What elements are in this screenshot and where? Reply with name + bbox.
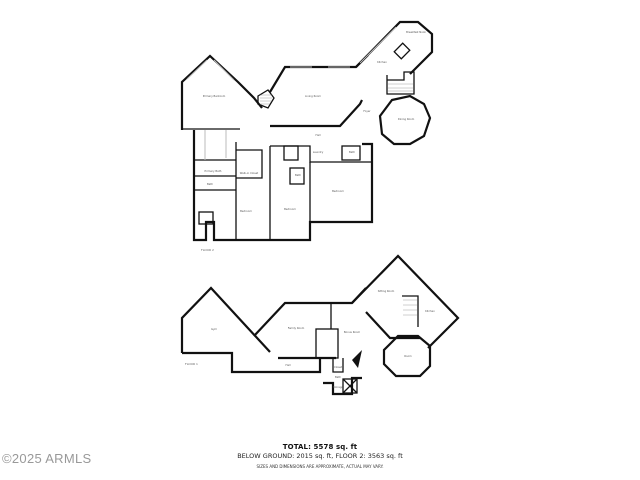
room-label: Foyer	[363, 109, 371, 113]
room-label: Family Room	[288, 326, 305, 330]
area-breakdown: BELOW GROUND: 2015 sq. ft, FLOOR 2: 3563…	[237, 452, 403, 460]
room-label: Laundry	[313, 150, 324, 154]
room-label: Bonus Room	[344, 330, 361, 334]
room-label: Bedroom	[240, 209, 252, 213]
room-label: Hall	[316, 133, 321, 137]
room-label: Bath	[295, 173, 301, 177]
room-label: Kitchen	[377, 60, 387, 64]
disclaimer: SIZES AND DIMENSIONS ARE APPROXIMATE, AC…	[256, 464, 384, 469]
room-label: Walk-in Closet	[240, 171, 258, 175]
room-label: Bath	[207, 182, 213, 186]
room-label: Bath	[335, 375, 341, 379]
watermark: ©2025 ARMLS	[2, 451, 92, 466]
room-label: Bedroom	[284, 207, 296, 211]
room-label: Sitting Room	[378, 289, 395, 293]
floor-1-plan: Gym Family Room Bonus Room Hall Closet B…	[180, 254, 460, 396]
room-label: Room	[404, 354, 412, 358]
room-label: Breakfast Nook	[406, 30, 426, 34]
area-summary: TOTAL: 5578 sq. ft BELOW GROUND: 2015 sq…	[0, 443, 640, 469]
room-label: Storage	[333, 385, 344, 389]
room-label: Living Room	[305, 94, 321, 98]
room-label: Kitchen	[425, 309, 435, 313]
room-label: Primary Bath	[205, 169, 222, 173]
room-label: Primary Bedroom	[203, 94, 226, 98]
room-label: Gym	[211, 327, 218, 331]
room-label: Closet	[334, 365, 342, 369]
floor-plan: Primary Bedroom Living Room Breakfast No…	[180, 20, 460, 396]
floor-2-plan: Primary Bedroom Living Room Breakfast No…	[180, 20, 434, 252]
room-label: Dining Room	[398, 117, 415, 121]
floor-label: FLOOR 1	[185, 362, 198, 366]
total-area: TOTAL: 5578 sq. ft	[282, 443, 358, 451]
copyright-symbol: ©	[2, 451, 12, 466]
room-label: Bedroom	[332, 189, 344, 193]
room-label: Hall	[286, 363, 291, 367]
floor-label: FLOOR 2	[201, 248, 214, 252]
room-label: Bath	[349, 150, 355, 154]
